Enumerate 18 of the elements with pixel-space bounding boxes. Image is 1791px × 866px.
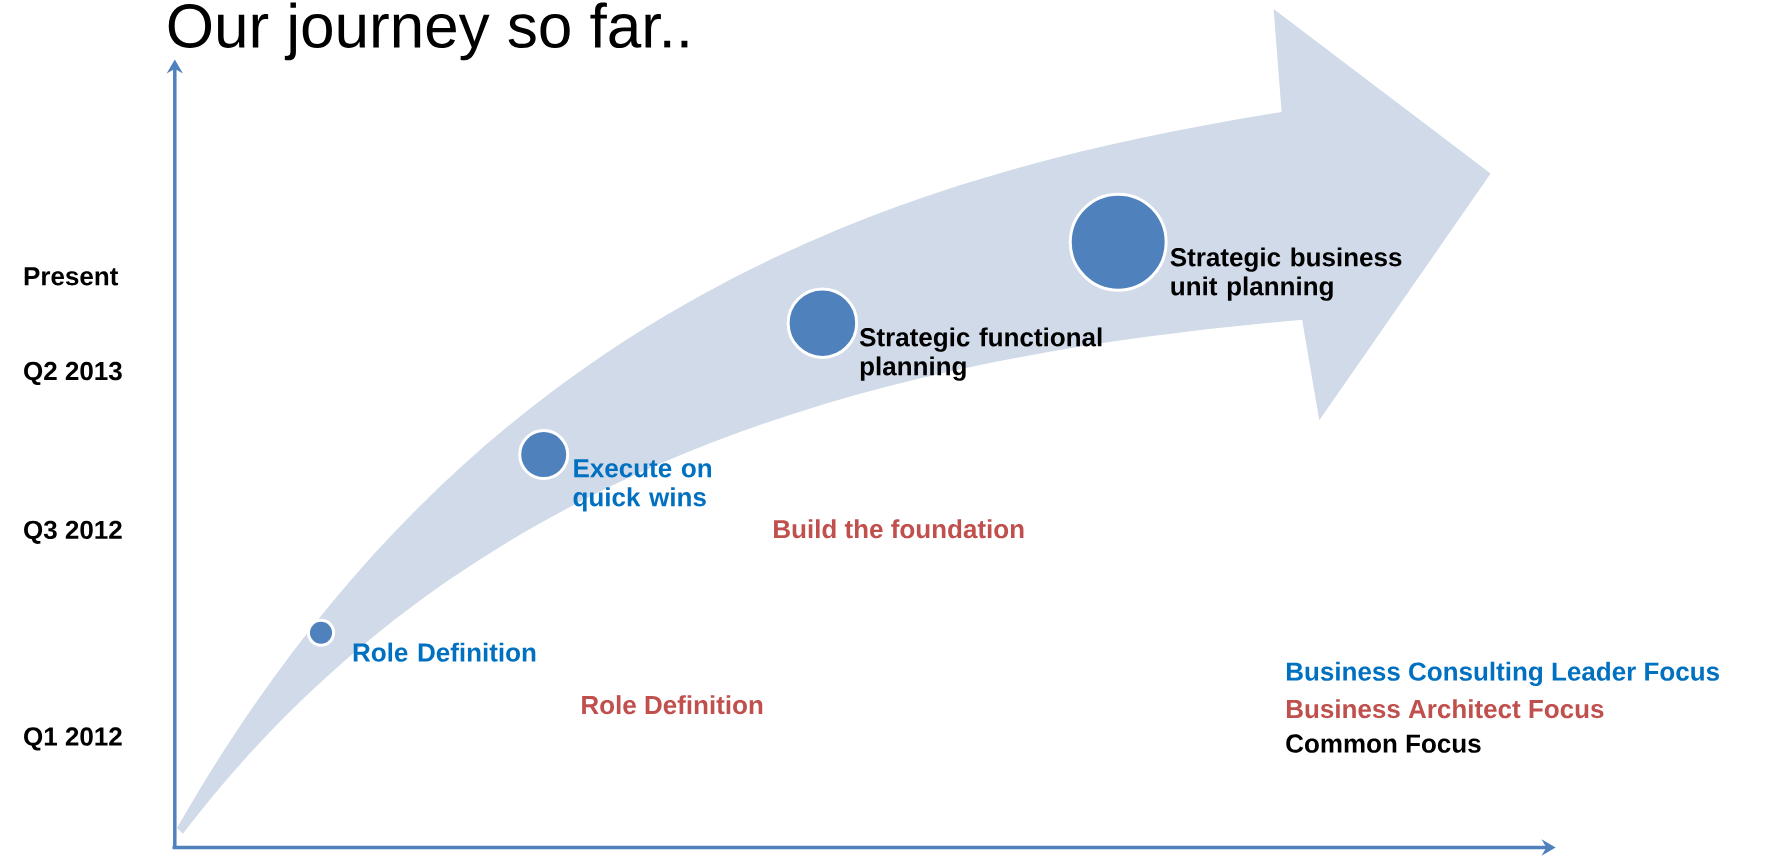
phase-label: Role Definition (582, 695, 763, 715)
milestone-circle (1068, 192, 1168, 292)
axis-label: Q1 2012 (24, 727, 122, 751)
legend-entry: Business Consulting Leader Focus (1286, 661, 1719, 687)
milestone-label: Strategic business unit planning (1170, 247, 1402, 301)
legend-entry: Business Architect Focus (1286, 699, 1604, 719)
title: Our journey so far.. (168, 2, 688, 61)
milestone-circle (306, 618, 336, 647)
milestone-label: Execute on quick wins (573, 459, 712, 512)
milestone-circle (518, 429, 570, 481)
legend-entry: Common Focus (1286, 734, 1481, 753)
milestone-label: Strategic functional planning (859, 327, 1102, 381)
axis-label: Present (24, 267, 119, 286)
axis-label: Q3 2012 (24, 520, 122, 544)
milestone-circle (786, 287, 859, 359)
milestone-label: Role Definition (353, 642, 536, 662)
phase-label: Build the foundation (774, 519, 1024, 539)
axis-label: Q2 2013 (24, 361, 122, 386)
